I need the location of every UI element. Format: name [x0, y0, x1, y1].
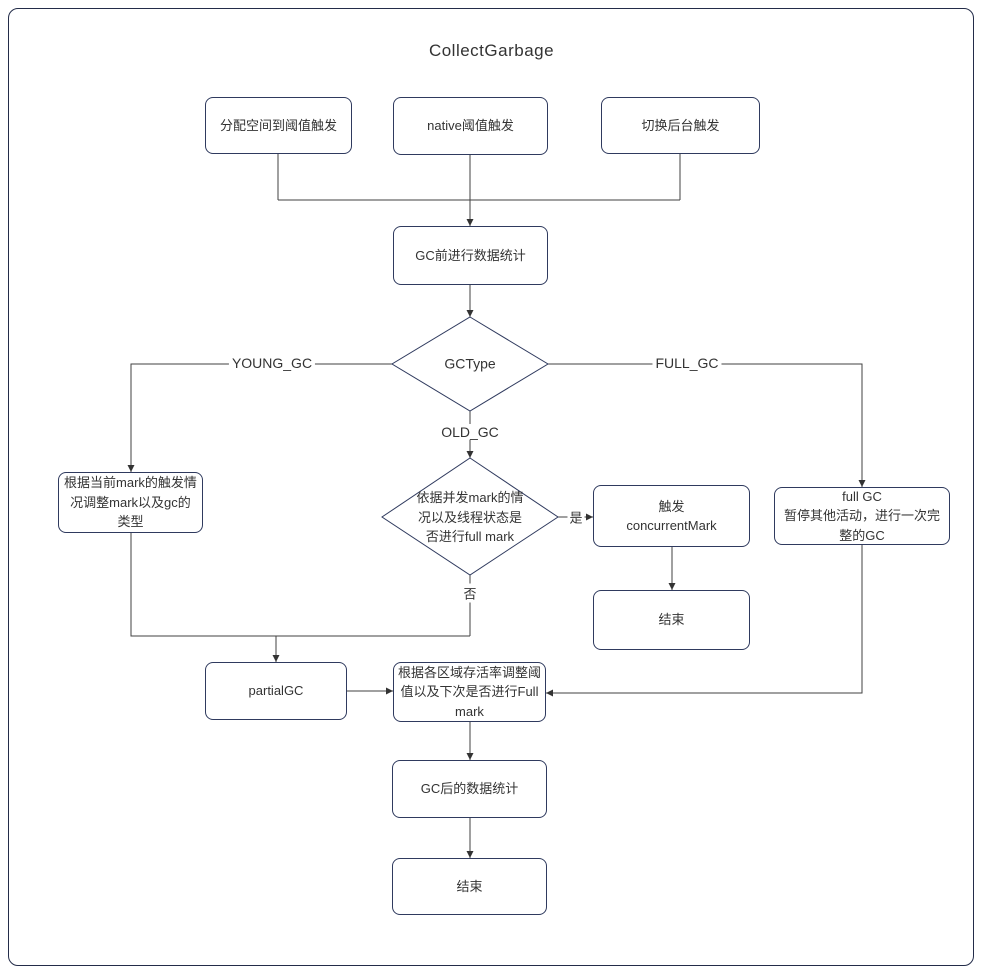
- edge-young-gc: [127, 363, 392, 472]
- full-mark-decision-diamond: [381, 457, 559, 576]
- edge-label-yes: 是: [567, 507, 585, 527]
- node-full-gc: full GC 暂停其他活动，进行一次完 整的GC: [774, 487, 950, 545]
- node-trigger-concurrent-mark: 触发 concurrentMark: [593, 485, 750, 547]
- edge-full-gc: [548, 363, 866, 487]
- gctype-decision-diamond: [391, 316, 549, 412]
- gctype-decision-label: GCType: [444, 355, 496, 372]
- node-partial-gc: partialGC: [205, 662, 347, 720]
- node-native-trigger: native阈值触发: [393, 97, 548, 155]
- edge-label-full-gc: FULL_GC: [652, 355, 722, 371]
- node-concurrent-end: 结束: [593, 590, 750, 650]
- node-adjust-mark: 根据当前mark的触发情 况调整mark以及gc的 类型: [58, 472, 203, 533]
- edge-fullgc-to-threshold: [546, 545, 863, 697]
- page-title: CollectGarbage: [428, 41, 555, 60]
- edge-label-young-gc: YOUNG_GC: [228, 355, 316, 371]
- edge-label-no: 否: [461, 583, 479, 603]
- node-post-gc-stats: GC后的数据统计: [392, 760, 547, 818]
- edge-label-old-gc: OLD_GC: [438, 424, 502, 440]
- node-end: 结束: [392, 858, 547, 915]
- node-background-trigger: 切换后台触发: [601, 97, 760, 154]
- edge-adjustmark-join: [130, 533, 470, 637]
- node-pre-gc-stats: GC前进行数据统计: [393, 226, 548, 285]
- full-mark-decision-label: 依据并发mark的情 况以及线程状态是 否进行full mark: [416, 489, 524, 544]
- node-alloc-trigger: 分配空间到阈值触发: [205, 97, 352, 154]
- node-adjust-threshold: 根据各区域存活率调整阈 值以及下次是否进行Full mark: [393, 662, 546, 722]
